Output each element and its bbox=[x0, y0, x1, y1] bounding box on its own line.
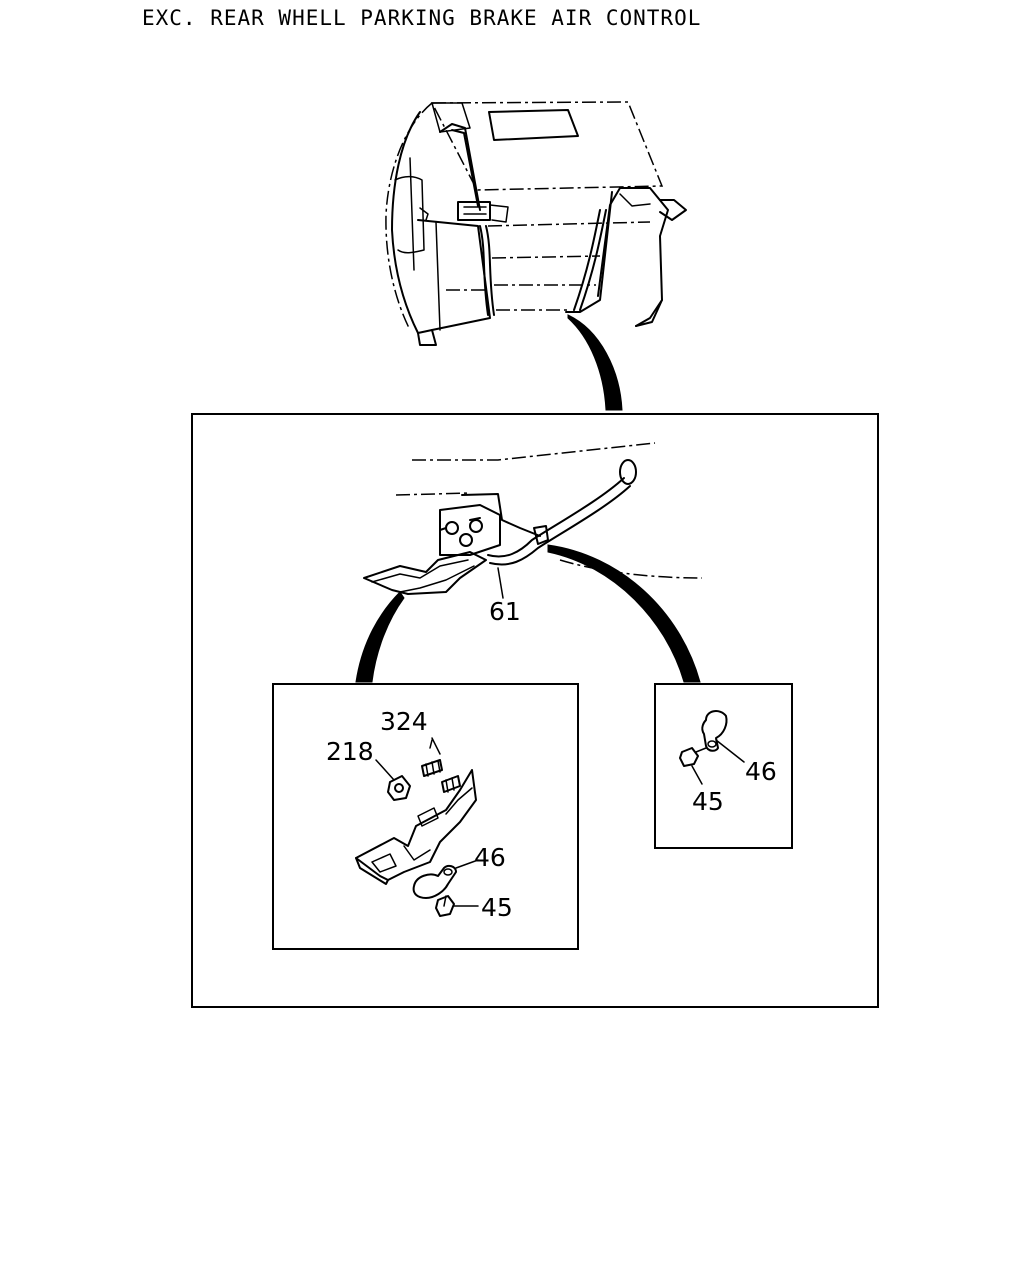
callout-218: 218 bbox=[326, 737, 374, 766]
cab-outline-illustration bbox=[385, 101, 687, 346]
callout-324: 324 bbox=[380, 707, 428, 736]
bracket-detail-frame bbox=[272, 683, 579, 950]
pipe-assembly-illustration bbox=[363, 442, 703, 599]
callout-swoosh-right bbox=[547, 544, 701, 683]
callout-45-left: 45 bbox=[481, 893, 513, 922]
callout-swoosh-top bbox=[567, 314, 623, 411]
clip-detail-illustration bbox=[679, 710, 745, 785]
main-detail-frame bbox=[191, 413, 879, 1008]
callout-46-right: 46 bbox=[745, 757, 777, 786]
callout-swoosh-left bbox=[355, 591, 405, 683]
callout-46-left: 46 bbox=[474, 843, 506, 872]
page-title: EXC. REAR WHELL PARKING BRAKE AIR CONTRO… bbox=[142, 6, 702, 30]
clip-detail-frame bbox=[654, 683, 793, 849]
callout-61: 61 bbox=[489, 597, 521, 626]
callout-45-right: 45 bbox=[692, 787, 724, 816]
bracket-detail-illustration bbox=[355, 737, 479, 917]
